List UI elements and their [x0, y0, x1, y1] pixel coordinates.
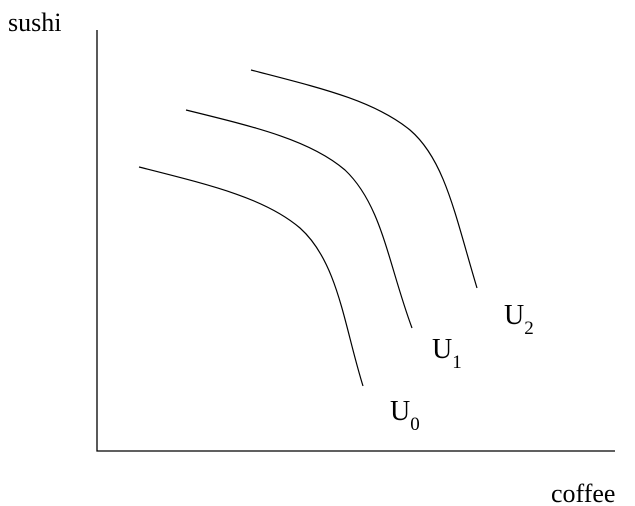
axes [96, 30, 615, 452]
y-axis-label: sushi [8, 8, 61, 37]
curve-label-u2: U2 [504, 300, 534, 339]
curve-u1 [185, 109, 413, 329]
curve-label-u0: U0 [390, 396, 420, 435]
curve-u2 [250, 69, 478, 289]
curve-u0 [138, 166, 364, 387]
x-axis-label: coffee [551, 479, 615, 506]
curve-label-u1: U1 [432, 334, 462, 373]
